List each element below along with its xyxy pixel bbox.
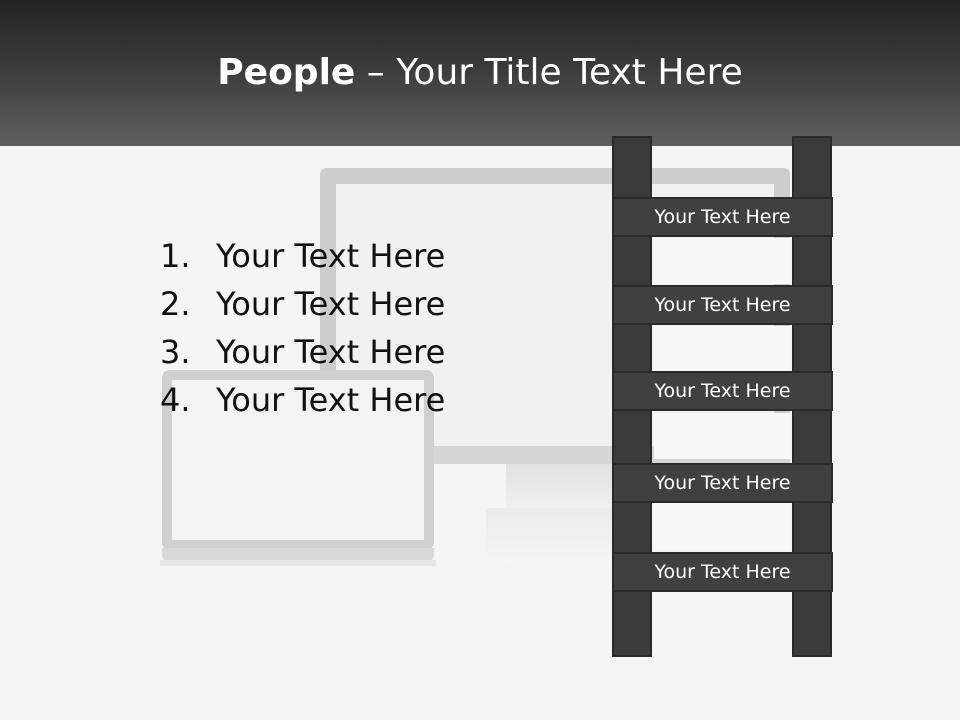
ladder-rung-4[interactable]: Your Text Here: [612, 463, 833, 503]
list-number: 1.: [160, 237, 191, 275]
laptop-shadow: [160, 560, 436, 566]
title-bold: People: [217, 52, 356, 93]
list-text: Your Text Here: [216, 237, 446, 275]
page-title: People – Your Title Text Here: [0, 52, 960, 93]
monitor-stand: [506, 464, 616, 512]
list-text: Your Text Here: [216, 333, 446, 371]
list-item[interactable]: 4. Your Text Here: [160, 376, 445, 424]
list-text: Your Text Here: [216, 381, 446, 419]
title-bar: [0, 0, 960, 146]
title-text: – Your Title Text Here: [355, 52, 743, 93]
ladder-gap: [654, 504, 790, 550]
ladder-gap: [654, 413, 790, 459]
ladder-rung-5[interactable]: Your Text Here: [612, 552, 833, 592]
list-number: 4.: [160, 381, 191, 419]
ladder-gap: [654, 238, 790, 284]
ladder-rung-2[interactable]: Your Text Here: [612, 285, 833, 325]
list-item[interactable]: 3. Your Text Here: [160, 328, 445, 376]
laptop-base: [162, 548, 434, 562]
list-number: 3.: [160, 333, 191, 371]
numbered-list: 1. Your Text Here 2. Your Text Here 3. Your…: [160, 232, 445, 424]
list-item[interactable]: 2. Your Text Here: [160, 280, 445, 328]
ladder-gap: [654, 326, 790, 372]
laptop-illustration: [162, 370, 434, 550]
list-text: Your Text Here: [216, 285, 446, 323]
list-item[interactable]: 1. Your Text Here: [160, 232, 445, 280]
monitor-foot: [486, 508, 636, 564]
ladder-rung-3[interactable]: Your Text Here: [612, 371, 833, 411]
ladder-rung-1[interactable]: Your Text Here: [612, 197, 833, 237]
list-number: 2.: [160, 285, 191, 323]
